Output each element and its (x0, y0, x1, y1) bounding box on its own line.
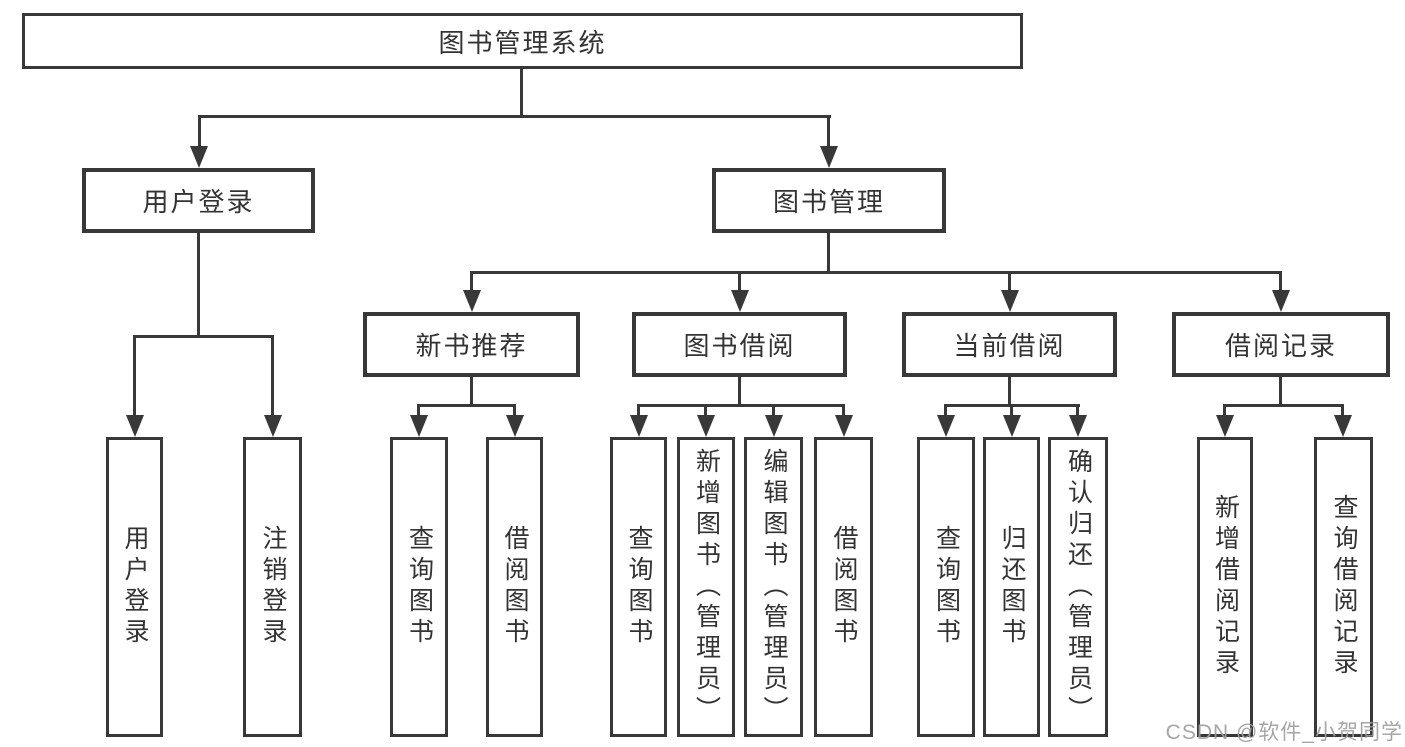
connector-line (637, 404, 845, 407)
connector-line (842, 404, 845, 418)
connector-line (133, 335, 136, 417)
arrow-down-icon (731, 290, 749, 312)
arrow-down-icon (1069, 415, 1087, 437)
node-root-label: 图书管理系统 (438, 27, 607, 58)
leaf-user-login-label: 用户登录 (121, 525, 149, 649)
connector-line (827, 115, 830, 148)
leaf-borrow-book-2-label: 借阅图书 (830, 525, 858, 649)
leaf-query-book-1: 查询图书 (390, 437, 448, 737)
connector-line (704, 404, 707, 418)
arrow-down-icon (1216, 415, 1234, 437)
connector-line (944, 404, 947, 418)
leaf-add-book-admin: 新增图书（管理员） (677, 437, 735, 737)
connector-line (1076, 404, 1079, 418)
leaf-confirm-return-admin: 确认归还（管理员） (1048, 437, 1108, 737)
leaf-edit-book-admin: 编辑图书（管理员） (744, 437, 803, 737)
connector-line (1008, 377, 1011, 407)
node-borrow-records-label: 借阅记录 (1224, 331, 1337, 361)
connector-line (520, 69, 523, 117)
node-new-book-recommend-label: 新书推荐 (415, 331, 528, 361)
leaf-borrow-book-1: 借阅图书 (486, 437, 543, 737)
arrow-down-icon (937, 415, 955, 437)
connector-line (470, 271, 473, 293)
leaf-query-borrow-record: 查询借阅记录 (1314, 437, 1373, 737)
arrow-down-icon (1272, 290, 1290, 312)
leaf-add-borrow-record: 新增借阅记录 (1197, 437, 1253, 737)
arrow-down-icon (820, 146, 838, 168)
leaf-query-book-3-label: 查询图书 (932, 525, 961, 649)
connector-line (827, 233, 830, 273)
arrow-down-icon (630, 415, 648, 437)
leaf-confirm-return-admin-label: 确认归还（管理员） (1064, 447, 1093, 727)
node-user-login: 用户登录 (82, 168, 315, 233)
connector-line (133, 335, 273, 338)
leaf-add-book-admin-label: 新增图书（管理员） (692, 447, 721, 727)
leaf-return-book-label: 归还图书 (998, 525, 1026, 649)
node-book-borrow-label: 图书借阅 (683, 331, 796, 361)
arrow-down-icon (765, 415, 783, 437)
connector-line (198, 115, 201, 148)
leaf-edit-book-admin-label: 编辑图书（管理员） (760, 447, 788, 727)
connector-line (1279, 271, 1282, 293)
connector-line (470, 377, 473, 407)
leaf-logout-label: 注销登录 (259, 525, 287, 649)
node-book-borrow: 图书借阅 (632, 312, 847, 377)
connector-line (772, 404, 775, 418)
connector-line (470, 271, 1281, 274)
node-new-book-recommend: 新书推荐 (363, 312, 580, 377)
leaf-query-book-3: 查询图书 (917, 437, 975, 737)
arrow-down-icon (410, 415, 428, 437)
connector-line (513, 404, 516, 418)
connector-line (417, 404, 516, 407)
node-current-borrow: 当前借阅 (902, 312, 1117, 377)
connector-line (1223, 404, 1344, 407)
connector-line (1341, 404, 1344, 418)
leaf-return-book: 归还图书 (983, 437, 1040, 737)
connector-line (1008, 271, 1011, 293)
leaf-query-book-2-label: 查询图书 (625, 525, 653, 649)
connector-line (417, 404, 420, 418)
leaf-borrow-book-1-label: 借阅图书 (501, 525, 529, 649)
node-borrow-records: 借阅记录 (1172, 312, 1390, 377)
connector-line (1279, 377, 1282, 407)
arrow-down-icon (506, 415, 524, 437)
leaf-add-borrow-record-label: 新增借阅记录 (1211, 494, 1240, 680)
connector-line (738, 271, 741, 293)
csdn-watermark: CSDN @软件_小贺同学 (1165, 721, 1403, 744)
arrow-down-icon (1001, 290, 1019, 312)
connector-line (637, 404, 640, 418)
connector-line (198, 115, 831, 118)
leaf-logout: 注销登录 (243, 437, 302, 737)
leaf-query-book-1-label: 查询图书 (405, 525, 434, 649)
arrow-down-icon (1334, 415, 1352, 437)
node-root: 图书管理系统 (22, 13, 1023, 69)
arrow-down-icon (697, 415, 715, 437)
arrow-down-icon (264, 415, 282, 437)
connector-line (738, 377, 741, 407)
node-current-borrow-label: 当前借阅 (953, 331, 1066, 361)
arrow-down-icon (463, 290, 481, 312)
node-book-management: 图书管理 (712, 168, 946, 233)
connector-line (271, 335, 274, 417)
connector-line (1010, 404, 1013, 418)
arrow-down-icon (835, 415, 853, 437)
leaf-borrow-book-2: 借阅图书 (814, 437, 873, 737)
arrow-down-icon (126, 415, 144, 437)
leaf-user-login: 用户登录 (106, 437, 163, 737)
connector-line (197, 233, 200, 338)
leaf-query-book-2: 查询图书 (610, 437, 667, 737)
connector-line (1223, 404, 1226, 418)
leaf-query-borrow-record-label: 查询借阅记录 (1330, 494, 1358, 680)
arrow-down-icon (190, 146, 208, 168)
node-book-management-label: 图书管理 (772, 187, 885, 217)
arrow-down-icon (1003, 415, 1021, 437)
node-user-login-label: 用户登录 (142, 187, 255, 217)
